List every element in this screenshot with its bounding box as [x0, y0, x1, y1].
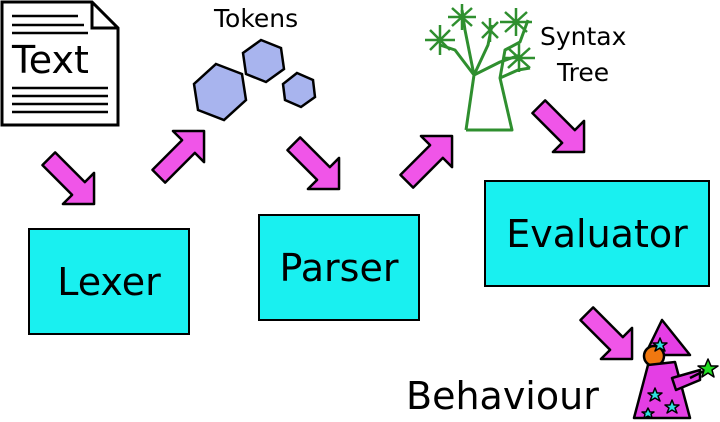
syntax-tree-label-line1: Syntax [540, 22, 627, 51]
evaluator-box: Evaluator [484, 180, 710, 287]
parser-box: Parser [258, 214, 420, 321]
token-hexagons [192, 38, 317, 122]
arrow-lexer-to-tokens [151, 129, 206, 184]
behaviour-label: Behaviour [406, 374, 599, 418]
document-text-label: Text [12, 38, 89, 82]
arrow-evaluator-to-behaviour [579, 306, 634, 361]
wand-star-icon [697, 358, 719, 378]
arrow-text-to-lexer [41, 151, 96, 206]
token-hexagon-icon [241, 38, 286, 84]
document-icon [0, 0, 120, 127]
tokens-label: Tokens [214, 4, 299, 33]
parser-label: Parser [279, 245, 399, 290]
arrow-tree-to-evaluator [531, 99, 586, 154]
token-hexagon-icon [192, 62, 248, 122]
pipeline-arrows [41, 99, 634, 361]
wizard-icon [632, 318, 719, 420]
arrow-parser-to-tree [399, 134, 454, 189]
lexer-label: Lexer [57, 259, 161, 304]
token-hexagon-icon [281, 71, 317, 109]
syntax-tree-icon [425, 4, 535, 132]
lexer-box: Lexer [28, 228, 190, 335]
evaluator-label: Evaluator [506, 211, 688, 256]
arrow-tokens-to-parser [286, 136, 341, 191]
syntax-tree-label-line2: Tree [557, 58, 610, 87]
